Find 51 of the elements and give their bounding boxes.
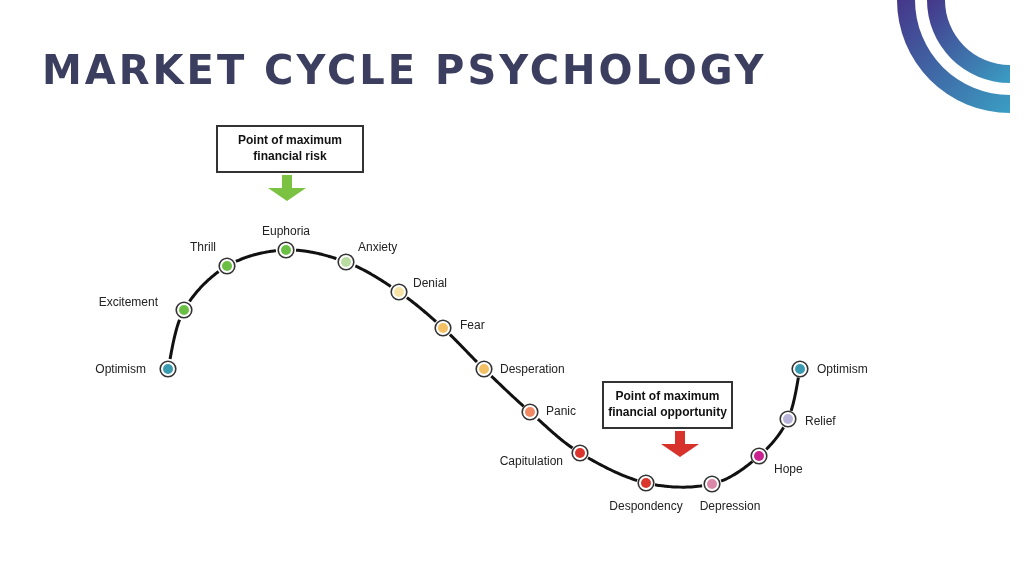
- circle-marker: [521, 403, 539, 421]
- curve-segment: [168, 319, 181, 360]
- stage-label: Anxiety: [358, 241, 398, 253]
- circle-marker: [703, 475, 721, 493]
- curve-segment: [789, 377, 800, 412]
- title: MARKET CYCLE PSYCHOLOGY: [42, 50, 767, 90]
- callout-text: Point of maximum financial opportunity: [607, 389, 728, 421]
- stage-label: Desperation: [500, 363, 565, 375]
- stage-label: Euphoria: [261, 225, 310, 237]
- curve-segment: [406, 296, 437, 323]
- circle-marker: [277, 241, 295, 259]
- stage-label: Capitulation: [499, 455, 563, 467]
- circle-marker: [571, 444, 589, 462]
- circle-marker: [779, 410, 797, 428]
- curve-segment: [295, 248, 337, 261]
- circle-marker: [218, 257, 236, 275]
- circle-marker: [637, 474, 655, 492]
- stage-label: Thrill: [190, 241, 216, 253]
- block-arrow: [661, 431, 699, 457]
- curve-segment: [765, 426, 785, 451]
- curve-segment: [235, 249, 277, 263]
- circle-marker: [337, 253, 355, 271]
- curve-segment: [448, 333, 478, 364]
- stage-label: Panic: [546, 405, 577, 417]
- stage-label: Fear: [460, 319, 485, 331]
- callout-text: Point of maximum financial risk: [237, 133, 343, 165]
- stage-label: Hope: [774, 463, 803, 475]
- curve-segment: [587, 456, 638, 482]
- circle-marker: [791, 360, 809, 378]
- stage-label: Optimism: [817, 363, 868, 375]
- circle-marker: [175, 301, 193, 319]
- curve-segment: [720, 460, 754, 483]
- stage-label: Despondency: [609, 500, 683, 512]
- circle-marker: [390, 283, 408, 301]
- curve-segment: [490, 375, 525, 408]
- circle-marker: [750, 447, 768, 465]
- callout-box: [216, 125, 364, 173]
- stage-label: Denial: [413, 277, 448, 289]
- stage-label: Relief: [805, 415, 836, 427]
- stage-label: Optimism: [95, 363, 146, 375]
- curve-segment: [188, 270, 220, 303]
- circle-marker: [475, 360, 493, 378]
- curve-segment: [536, 417, 574, 450]
- circle-marker: [159, 360, 177, 378]
- block-arrow: [268, 175, 306, 201]
- stage-label: Depression: [699, 500, 761, 512]
- curve-segment: [354, 264, 392, 288]
- callout-box: [602, 381, 733, 429]
- curve-segment: [654, 483, 703, 489]
- circle-marker: [434, 319, 452, 337]
- stage-label: Excitement: [98, 296, 158, 308]
